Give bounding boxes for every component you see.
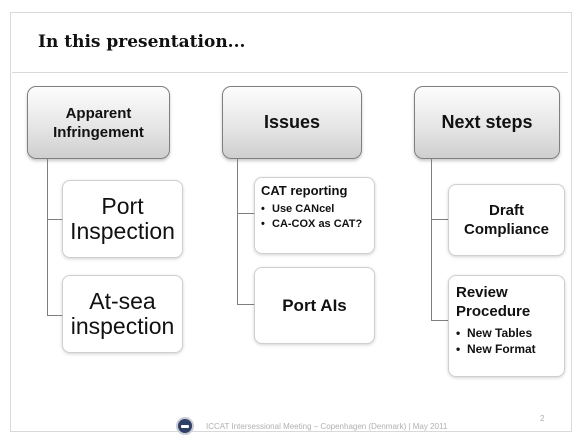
tree-connector (237, 304, 254, 305)
title-divider (12, 72, 568, 73)
card-label: CAT reporting (261, 183, 348, 198)
header-label: Next steps (441, 112, 533, 132)
card-label: Port Inspection (70, 193, 175, 244)
header-apparent-infringement: Apparent Infringement (27, 86, 170, 159)
bullet-list: New Tables New Format (456, 325, 564, 357)
card-label: Port AIs (282, 296, 347, 315)
card-label: Draft Compliance (463, 202, 550, 238)
slide-footer: ICCAT Intersessional Meeting – Copenhage… (176, 417, 447, 435)
tree-connector (431, 159, 432, 321)
card-label: Review Procedure (456, 284, 531, 320)
card-label: At-sea inspection (70, 288, 175, 339)
bullet-item: New Format (456, 341, 564, 357)
bullet-item: New Tables (456, 325, 564, 341)
bullet-list: Use CANcel CA-COX as CAT? (261, 202, 374, 232)
footer-text: ICCAT Intersessional Meeting – Copenhage… (206, 421, 448, 431)
bullet-item: CA-COX as CAT? (261, 217, 374, 232)
tree-connector (237, 159, 238, 305)
card-cat-reporting: CAT reporting Use CANcel CA-COX as CAT? (254, 177, 375, 254)
card-review-procedure: Review Procedure New Tables New Format (448, 275, 565, 377)
tree-connector (47, 159, 48, 316)
card-at-sea-inspection: At-sea inspection (62, 275, 183, 353)
header-next-steps: Next steps (414, 86, 560, 159)
bullet-item: Use CANcel (261, 202, 374, 217)
page-number: 2 (540, 414, 545, 423)
card-port-ais: Port AIs (254, 267, 375, 344)
tree-connector (431, 219, 448, 220)
tree-connector (47, 315, 62, 316)
tree-connector (47, 219, 62, 220)
tree-connector (431, 320, 448, 321)
tree-connector (237, 213, 254, 214)
slide-title: In this presentation... (38, 32, 246, 52)
header-issues: Issues (222, 86, 362, 159)
card-port-inspection: Port Inspection (62, 180, 183, 258)
iccat-logo-icon (176, 417, 194, 435)
card-draft-compliance: Draft Compliance (448, 184, 565, 256)
header-label: Issues (263, 112, 321, 132)
header-label: Apparent Infringement (53, 104, 144, 141)
